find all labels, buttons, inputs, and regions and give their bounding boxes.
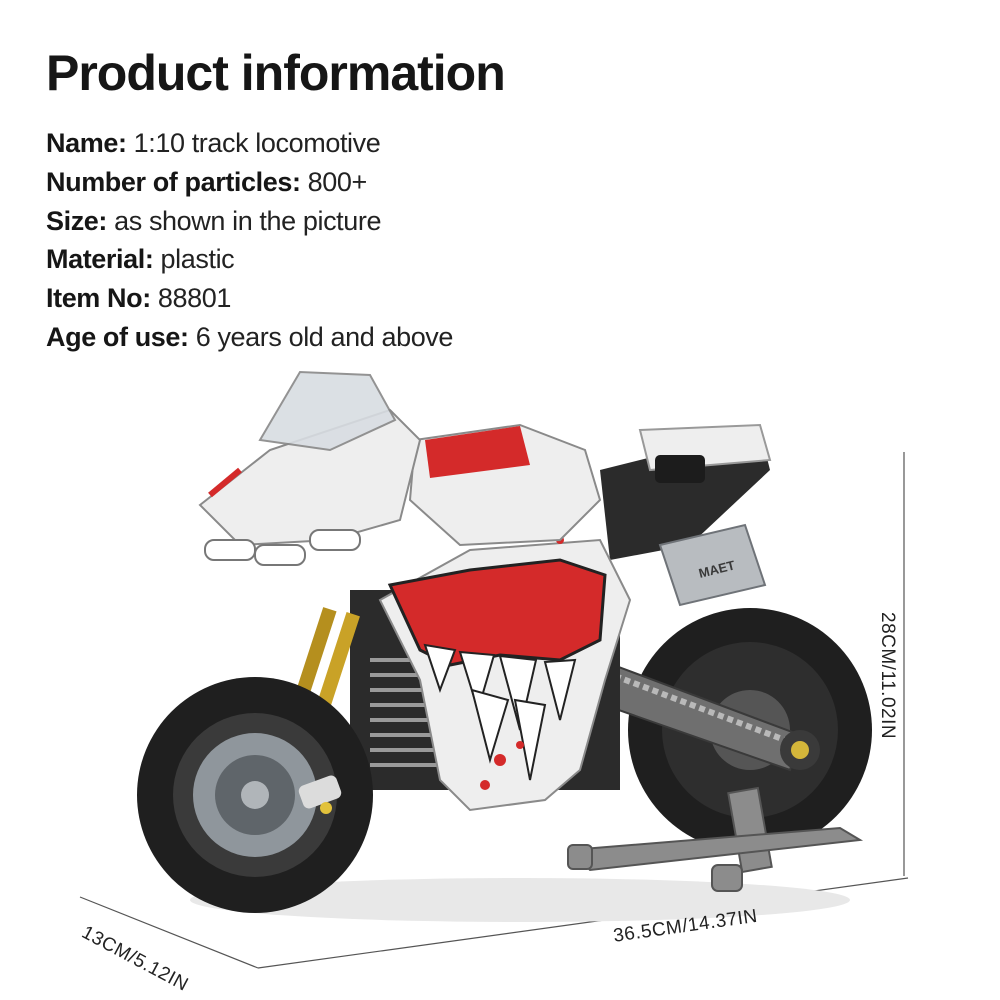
front-wheel: [137, 677, 373, 913]
front-fairing: [198, 370, 422, 566]
height-dimension-label: 28CM/11.02IN: [877, 612, 898, 740]
ground-shadow: [190, 878, 850, 922]
rear-frame: [600, 423, 772, 560]
spec-age: Age of use: 6 years old and above: [46, 321, 454, 352]
spec-list: Name: 1:10 track locomotive Number of pa…: [46, 124, 453, 357]
spec-name: Name: 1:10 track locomotive: [46, 128, 381, 158]
fuel-tank: [408, 423, 602, 547]
fairing: [378, 500, 632, 812]
depth-dimension-line: [79, 896, 259, 969]
spec-size: Size: as shown in the picture: [46, 205, 382, 236]
paddock-stand: [567, 786, 864, 892]
exhaust: MAET: [658, 523, 767, 607]
windscreen: [258, 370, 397, 452]
page-title: Product information: [46, 45, 506, 101]
spec-material: Material: plastic: [46, 244, 235, 275]
spec-item-no: Item No: 88801: [46, 283, 232, 314]
spec-particles: Number of particles: 800+: [46, 166, 367, 197]
